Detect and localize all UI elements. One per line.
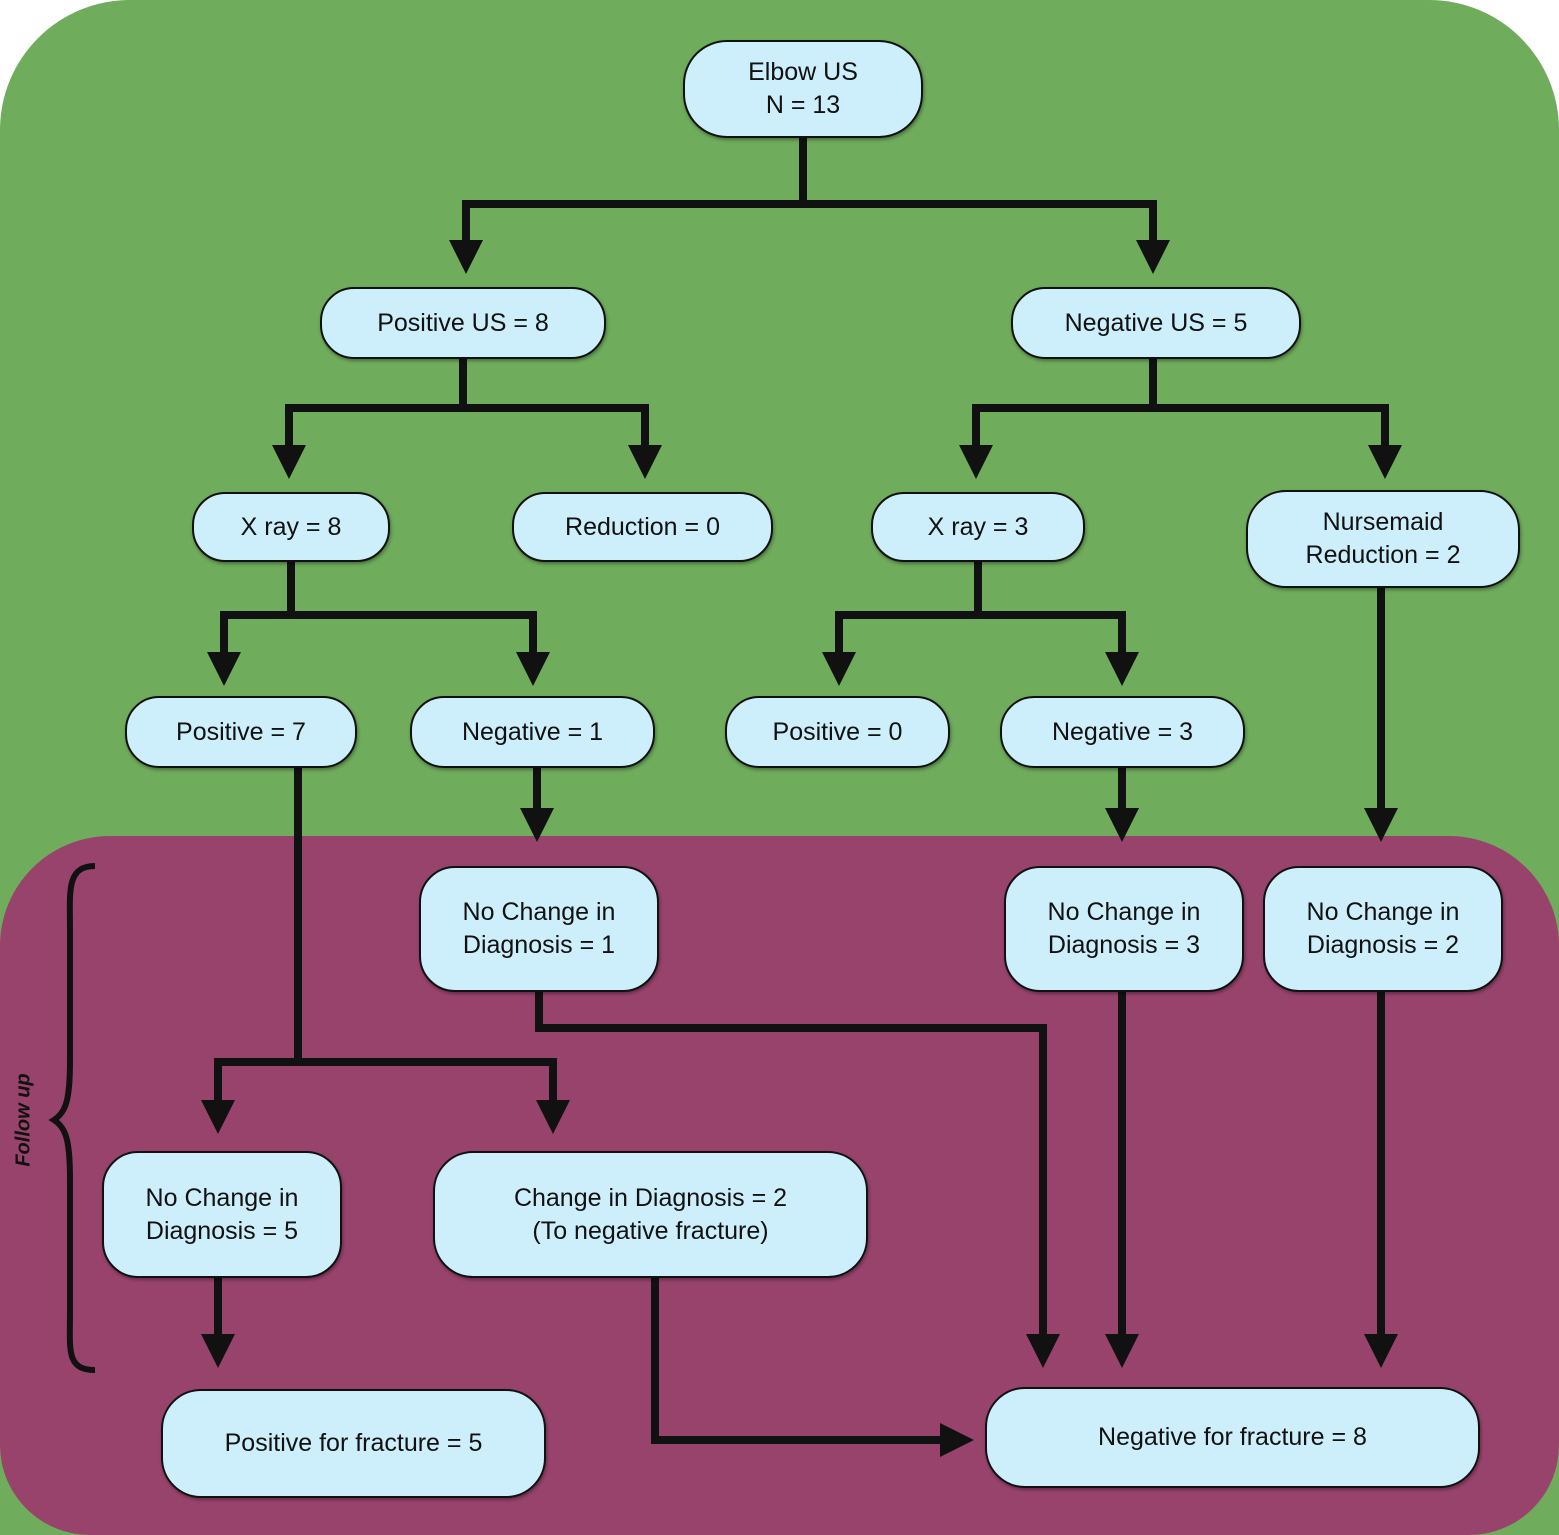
node-nochange-5: No Change in Diagnosis = 5 bbox=[102, 1151, 342, 1278]
connector-negative-us-split bbox=[976, 359, 1385, 412]
node-nochange-1: No Change in Diagnosis = 1 bbox=[419, 866, 659, 992]
node-reduction: Reduction = 0 bbox=[512, 492, 773, 562]
connector-root-split bbox=[466, 138, 1153, 208]
node-positive-for-fracture: Positive for fracture = 5 bbox=[161, 1389, 546, 1498]
node-nochange-2: No Change in Diagnosis = 2 bbox=[1263, 866, 1503, 992]
node-change-2: Change in Diagnosis = 2 (To negative fra… bbox=[433, 1151, 868, 1278]
node-positive-7: Positive = 7 bbox=[125, 696, 357, 768]
node-elbow-us: Elbow US N = 13 bbox=[683, 40, 923, 138]
node-xray-3: X ray = 3 bbox=[871, 492, 1085, 562]
node-negative-for-fracture: Negative for fracture = 8 bbox=[985, 1387, 1480, 1488]
arrow-nochange-1-to-negative bbox=[535, 992, 1060, 1368]
arrow-change-2-to-negative bbox=[651, 1278, 974, 1457]
node-xray-8: X ray = 8 bbox=[192, 492, 390, 562]
connector-positive-us-split bbox=[289, 359, 645, 412]
follow-up-brace bbox=[48, 863, 96, 1373]
node-positive-0: Positive = 0 bbox=[725, 696, 950, 768]
connector-positive-7-split bbox=[218, 768, 553, 1066]
follow-up-text: Follow up bbox=[12, 1073, 35, 1167]
connector-xray-8-split bbox=[224, 562, 533, 619]
node-negative-1: Negative = 1 bbox=[410, 696, 655, 768]
node-nochange-3: No Change in Diagnosis = 3 bbox=[1004, 866, 1244, 992]
node-negative-us: Negative US = 5 bbox=[1011, 287, 1301, 359]
node-negative-3: Negative = 3 bbox=[1000, 696, 1245, 768]
connector-xray-3-split bbox=[839, 562, 1122, 619]
node-positive-us: Positive US = 8 bbox=[320, 287, 606, 359]
node-nursemaid-reduction: Nursemaid Reduction = 2 bbox=[1246, 490, 1520, 588]
